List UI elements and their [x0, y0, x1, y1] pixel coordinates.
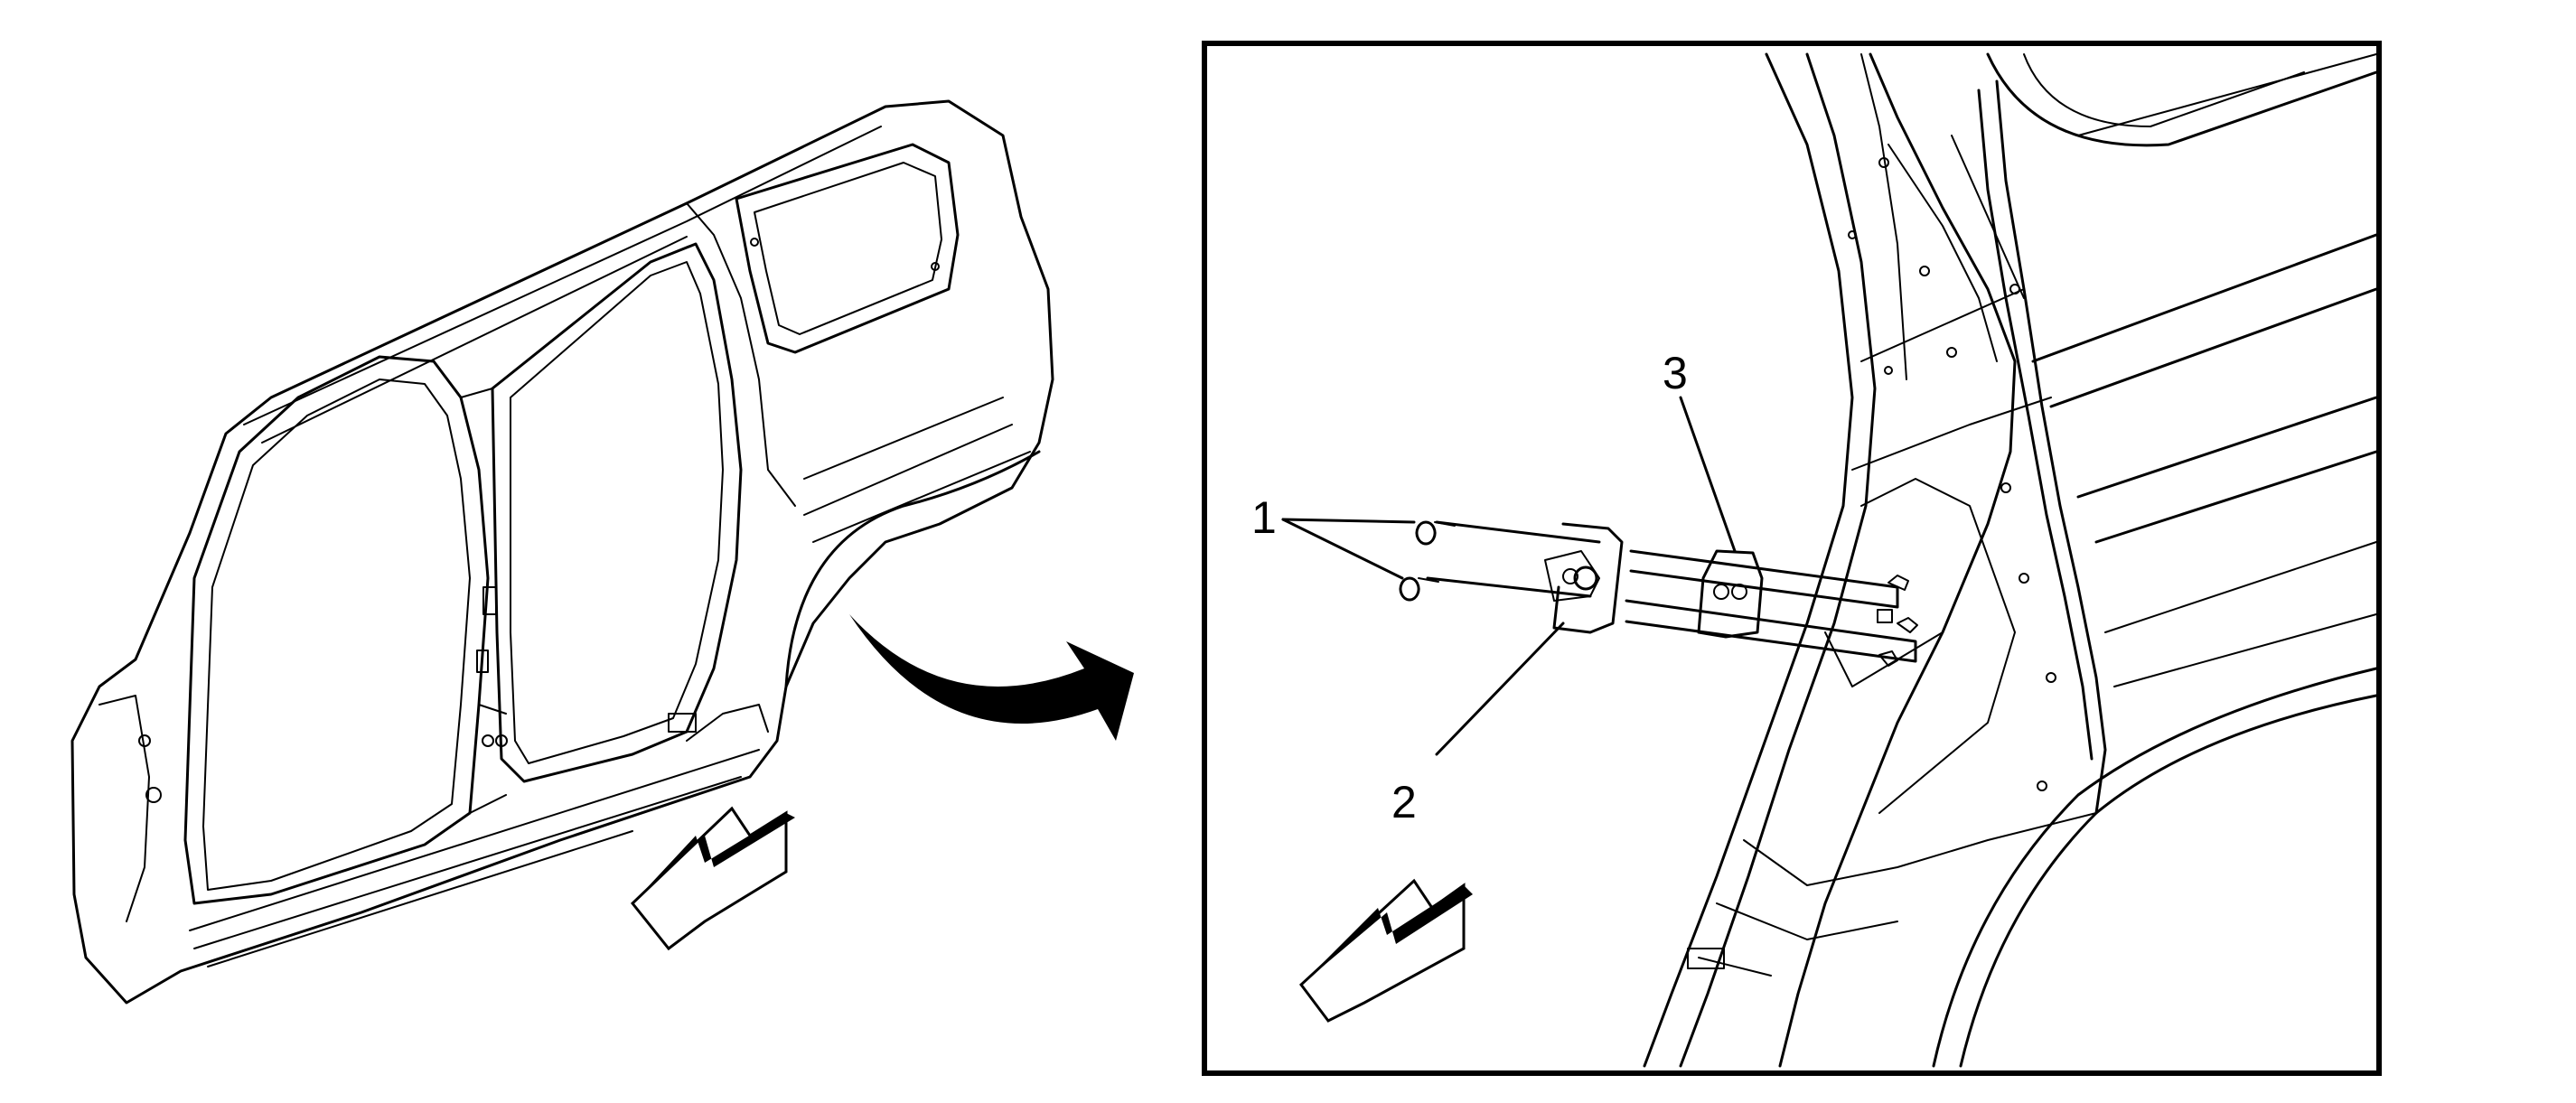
callout-1: 1 [1251, 492, 1277, 543]
callout-2: 2 [1391, 777, 1417, 827]
transfer-arrow [849, 614, 1134, 741]
callout-3: 3 [1663, 348, 1688, 398]
forward-arrow-left [630, 806, 795, 951]
body-side-overview [70, 99, 1054, 1005]
detail-inset [1281, 52, 2378, 1068]
